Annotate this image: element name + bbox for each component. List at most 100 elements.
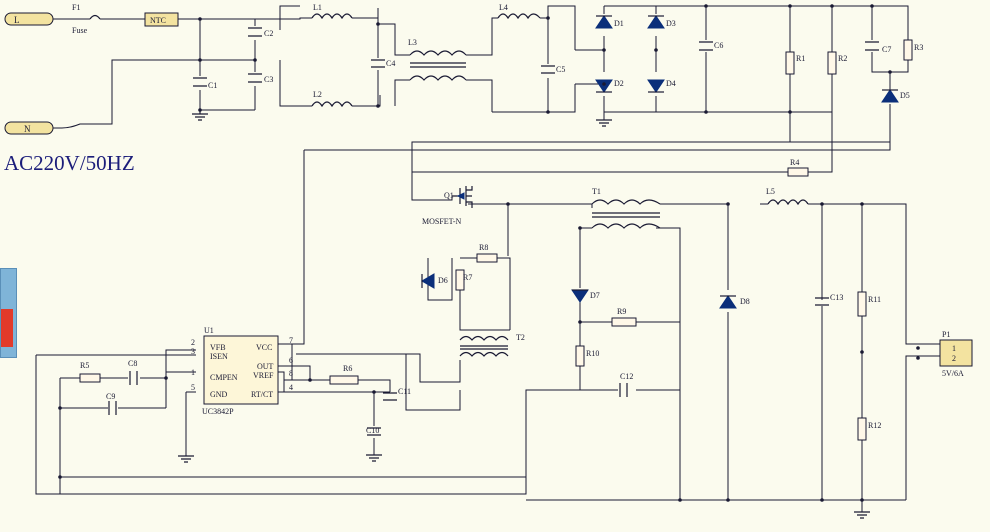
svg-text:C8: C8 <box>128 359 137 368</box>
svg-text:F1: F1 <box>72 3 80 12</box>
svg-text:3: 3 <box>191 347 195 356</box>
svg-text:Fuse: Fuse <box>72 26 88 35</box>
svg-text:Q1: Q1 <box>444 191 454 200</box>
inductor-L5: L5 <box>766 187 809 206</box>
svg-text:L5: L5 <box>766 187 775 196</box>
resistor-R7: R7 <box>455 269 472 291</box>
diode-D8: D8 <box>719 295 750 309</box>
resistor-R3: R3 <box>903 39 923 61</box>
capacitor-C9: C9 <box>106 392 117 415</box>
svg-text:D4: D4 <box>666 79 676 88</box>
inductor-L2: L2 <box>311 90 353 108</box>
diode-D7: D7 <box>571 289 600 303</box>
capacitor-C6: C6 <box>699 41 723 51</box>
svg-text:D5: D5 <box>900 91 910 100</box>
svg-text:L3: L3 <box>408 38 417 47</box>
mains-voltage-label: AC220V/50HZ <box>4 151 135 175</box>
svg-text:R8: R8 <box>479 243 488 252</box>
svg-text:L2: L2 <box>313 90 322 99</box>
svg-text:C6: C6 <box>714 41 723 50</box>
svg-text:6: 6 <box>289 356 293 365</box>
capacitor-C12: C12 <box>619 372 633 397</box>
mosfet-Q1: Q1 MOSFET-N <box>422 186 473 226</box>
resistor-R5: R5 <box>79 361 101 383</box>
svg-text:4: 4 <box>289 383 293 392</box>
svg-text:2: 2 <box>191 338 195 347</box>
capacitor-C5: C5 <box>541 65 565 74</box>
svg-text:D1: D1 <box>614 19 624 28</box>
svg-text:ISEN: ISEN <box>210 352 228 361</box>
inductor-L4: L4 <box>497 3 541 20</box>
svg-text:L: L <box>14 15 20 25</box>
svg-text:CMPEN: CMPEN <box>210 373 238 382</box>
svg-text:VCC: VCC <box>256 343 272 352</box>
svg-text:C7: C7 <box>882 45 891 54</box>
resistor-R2: R2 <box>827 51 847 75</box>
terminal-neutral: N <box>4 121 54 135</box>
svg-text:C12: C12 <box>620 372 633 381</box>
capacitor-C4: C4 <box>371 59 395 68</box>
svg-text:C10: C10 <box>366 426 379 435</box>
svg-text:T1: T1 <box>592 187 601 196</box>
transformer-T1: T1 <box>591 187 661 229</box>
svg-text:5: 5 <box>191 383 195 392</box>
svg-text:5V/6A: 5V/6A <box>942 369 964 378</box>
connector-P1: P1 1 2 5V/6A <box>939 330 973 378</box>
inductor-L3: L3 <box>408 38 467 81</box>
capacitor-C11: C11 <box>383 387 411 401</box>
capacitor-C2: C2 <box>248 27 273 38</box>
diode-D4: D4 <box>647 79 676 93</box>
svg-text:GND: GND <box>210 390 228 399</box>
svg-text:R11: R11 <box>868 295 881 304</box>
diode-D2: D2 <box>595 79 624 93</box>
svg-text:R3: R3 <box>914 43 923 52</box>
svg-text:R1: R1 <box>796 54 805 63</box>
svg-text:R6: R6 <box>343 364 352 373</box>
svg-text:VREF: VREF <box>253 371 274 380</box>
ntc-thermistor: NTC <box>144 12 179 27</box>
ground-symbols <box>178 110 870 519</box>
inductor-L1: L1 <box>311 3 353 20</box>
svg-text:R5: R5 <box>80 361 89 370</box>
wires <box>35 5 940 512</box>
svg-text:C1: C1 <box>208 81 217 90</box>
capacitor-C3: C3 <box>248 73 273 84</box>
resistor-R8: R8 <box>476 243 498 263</box>
resistor-R1: R1 <box>785 51 805 75</box>
svg-text:R2: R2 <box>838 54 847 63</box>
svg-text:RT/CT: RT/CT <box>251 390 273 399</box>
terminal-line: L <box>4 12 54 26</box>
svg-text:C4: C4 <box>386 59 395 68</box>
svg-text:C3: C3 <box>264 75 273 84</box>
svg-text:D2: D2 <box>614 79 624 88</box>
svg-text:C13: C13 <box>830 293 843 302</box>
svg-text:N: N <box>24 124 31 134</box>
svg-text:UC3842P: UC3842P <box>202 407 234 416</box>
resistor-R4: R4 <box>787 158 809 177</box>
svg-text:C5: C5 <box>556 65 565 74</box>
svg-text:L1: L1 <box>313 3 322 12</box>
svg-text:D7: D7 <box>590 291 600 300</box>
resistor-R11: R11 <box>857 291 881 317</box>
svg-text:P1: P1 <box>942 330 950 339</box>
transformer-T2: T2 <box>459 333 525 357</box>
svg-text:C2: C2 <box>264 29 273 38</box>
svg-text:VFB: VFB <box>210 343 226 352</box>
svg-text:1: 1 <box>191 368 195 377</box>
capacitor-C7: C7 <box>865 41 891 54</box>
fuse-F1: F1 Fuse <box>72 3 101 35</box>
resistor-R9: R9 <box>611 307 637 327</box>
svg-text:C11: C11 <box>398 387 411 396</box>
svg-text:R10: R10 <box>586 349 599 358</box>
svg-text:T2: T2 <box>516 333 525 342</box>
svg-text:7: 7 <box>289 336 293 345</box>
side-panel-tab[interactable] <box>0 268 17 358</box>
side-panel-red-tab[interactable] <box>1 309 13 347</box>
svg-text:R7: R7 <box>463 273 472 282</box>
resistor-R12: R12 <box>857 417 881 441</box>
resistor-R10: R10 <box>575 345 599 367</box>
capacitor-C13: C13 <box>815 293 843 306</box>
capacitor-C8: C8 <box>128 359 138 385</box>
